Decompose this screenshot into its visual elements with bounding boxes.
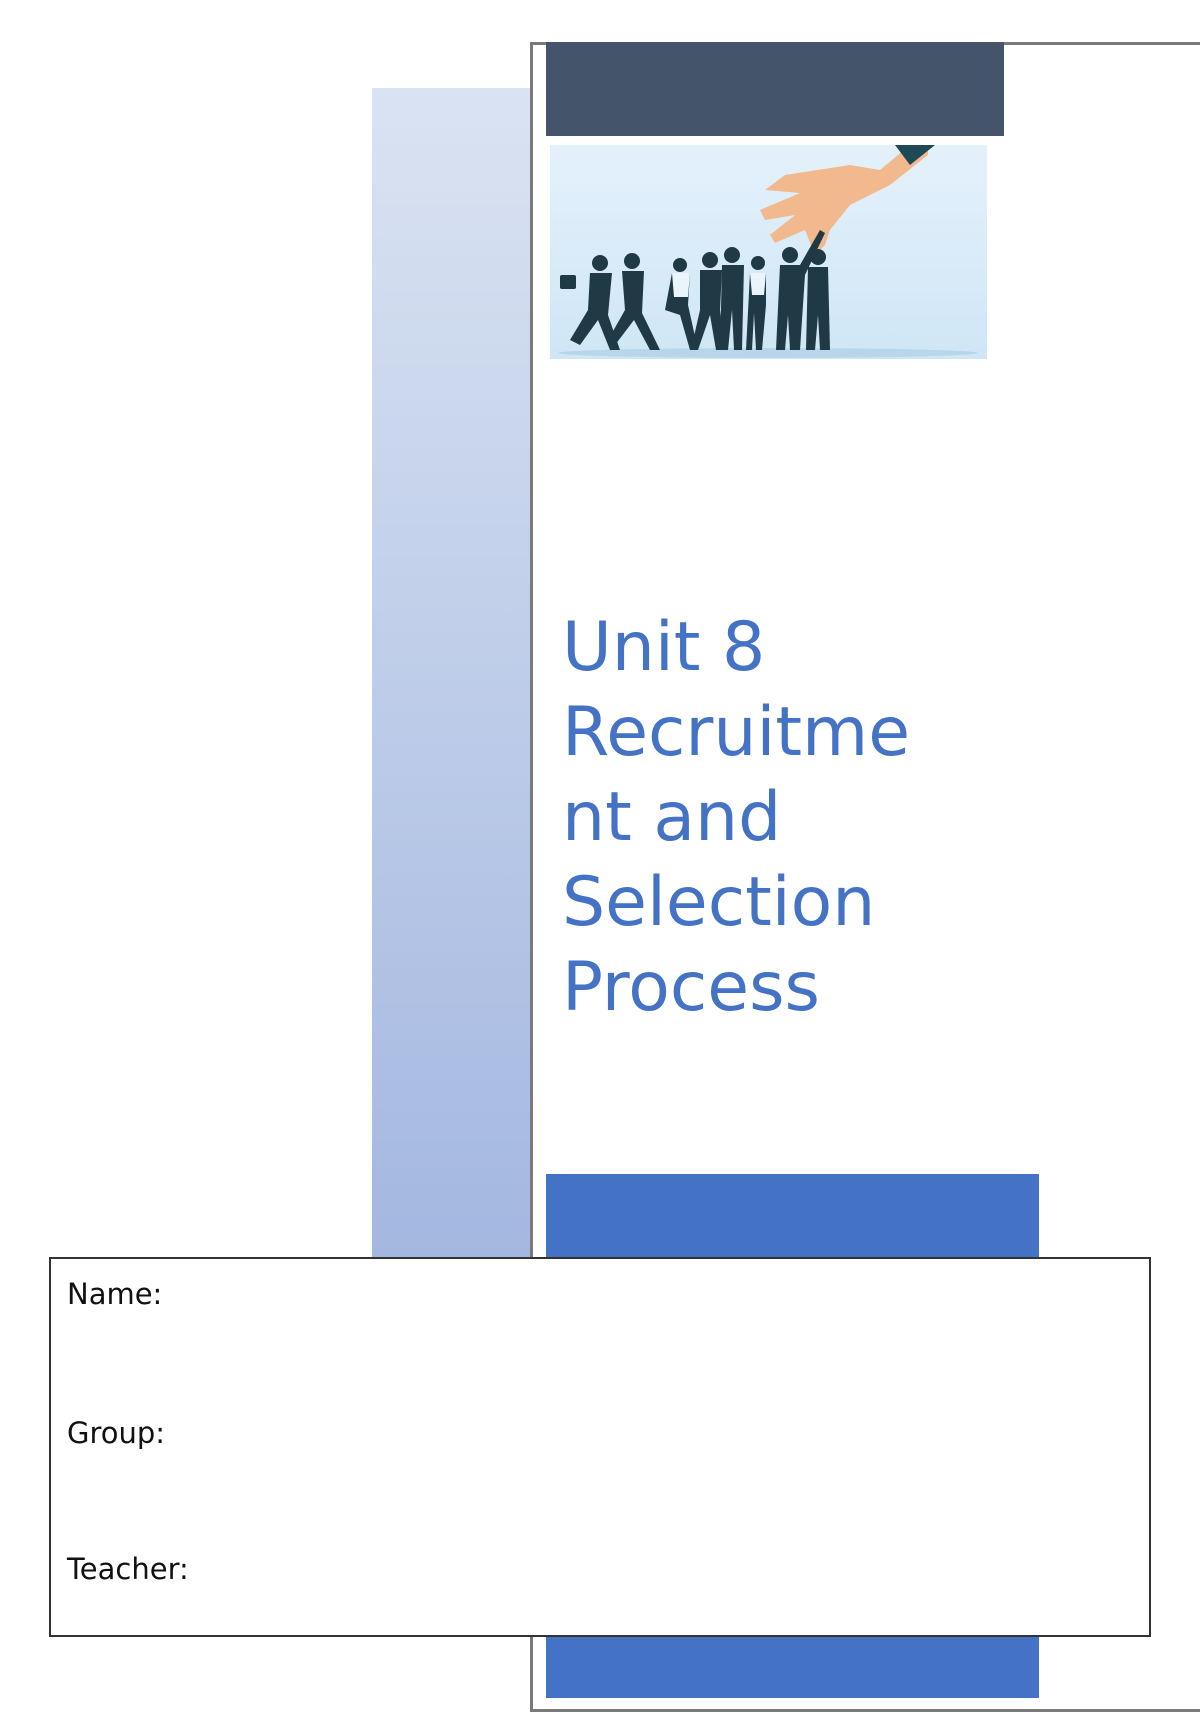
title-line: Recruitme	[562, 693, 911, 772]
recruitment-illustration	[550, 145, 987, 359]
document-title: Unit 8 Recruitme nt and Selection Proces…	[562, 605, 982, 1030]
title-line: Selection	[562, 863, 876, 942]
title-line: Unit 8	[562, 608, 766, 687]
title-line: Process	[562, 948, 820, 1027]
title-line: nt and	[562, 778, 782, 857]
name-field-label: Name:	[67, 1277, 163, 1311]
teacher-field-label: Teacher:	[67, 1552, 189, 1586]
hand-picking-candidate-icon	[558, 145, 978, 358]
student-info-box[interactable]: Name: Group: Teacher:	[49, 1257, 1151, 1637]
side-gradient-strip	[372, 88, 530, 1260]
header-bar	[546, 42, 1004, 136]
group-field-label: Group:	[67, 1416, 166, 1450]
